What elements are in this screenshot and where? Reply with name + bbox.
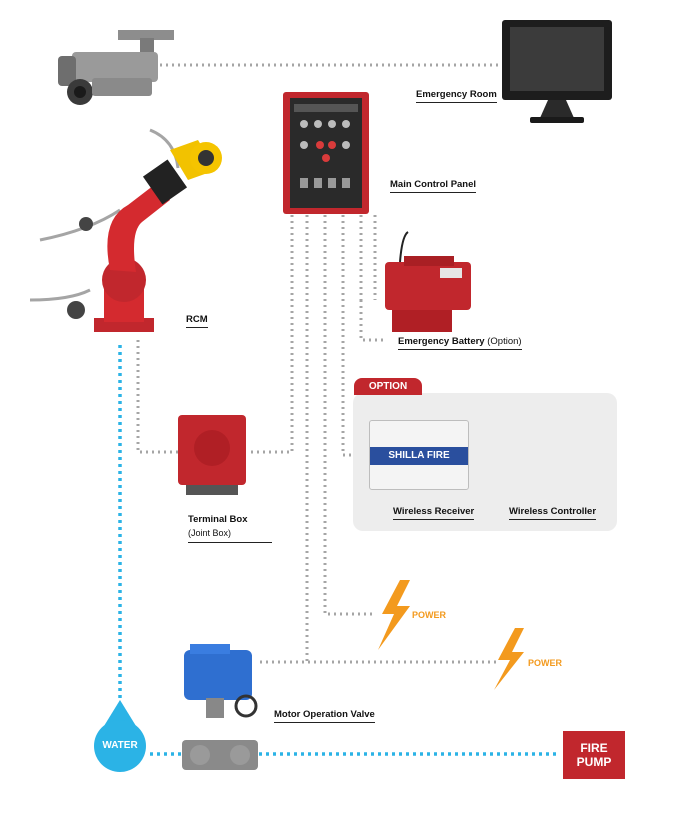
wireless-receiver-device: SHILLA FIRE bbox=[369, 420, 469, 490]
terminal-box-text: Terminal Box bbox=[188, 514, 248, 525]
lightning-icon bbox=[494, 628, 524, 690]
emergency-battery-icon bbox=[385, 231, 471, 332]
terminal-box-label: Terminal Box bbox=[188, 514, 247, 525]
motor-valve-text: Motor Operation Valve bbox=[274, 709, 375, 723]
main-control-panel-label: Main Control Panel bbox=[390, 179, 477, 193]
emergency-room-text: Emergency Room bbox=[416, 89, 497, 103]
main-control-panel-text: Main Control Panel bbox=[390, 179, 477, 193]
cctv-camera-icon bbox=[58, 30, 174, 105]
fire-pump-box: FIRE PUMP bbox=[563, 731, 625, 779]
wireless-controller-text: Wireless Controller bbox=[509, 506, 597, 520]
rcm-label: RCM bbox=[186, 314, 208, 328]
power-label-2: POWER bbox=[528, 658, 563, 668]
option-tag: OPTION bbox=[354, 378, 422, 395]
water-drop: WATER bbox=[94, 720, 146, 772]
rcm-monitor-icon bbox=[29, 128, 222, 332]
motor-valve-icon bbox=[182, 644, 258, 770]
terminal-box-icon bbox=[178, 415, 246, 495]
rcm-text: RCM bbox=[186, 314, 208, 328]
monitor-icon bbox=[502, 20, 612, 123]
fire-pump-text: FIRE PUMP bbox=[576, 741, 612, 769]
emergency-room-label: Emergency Room bbox=[416, 89, 497, 103]
emergency-battery-text: Emergency Battery bbox=[398, 336, 485, 347]
lightning-icon bbox=[378, 580, 410, 650]
shilla-fire-brand: SHILLA FIRE bbox=[370, 447, 468, 465]
wireless-controller-label: Wireless Controller bbox=[509, 506, 597, 520]
emergency-battery-note: (Option) bbox=[487, 336, 522, 347]
terminal-box-sub: (Joint Box) bbox=[188, 528, 272, 543]
wireless-receiver-label: Wireless Receiver bbox=[393, 506, 475, 520]
water-lines bbox=[118, 345, 560, 756]
wireless-receiver-text: Wireless Receiver bbox=[393, 506, 475, 520]
motor-valve-label: Motor Operation Valve bbox=[274, 709, 375, 723]
emergency-battery-label: Emergency Battery (Option) bbox=[398, 336, 522, 350]
main-control-panel-icon bbox=[283, 92, 369, 214]
power-label-1: POWER bbox=[412, 610, 447, 620]
